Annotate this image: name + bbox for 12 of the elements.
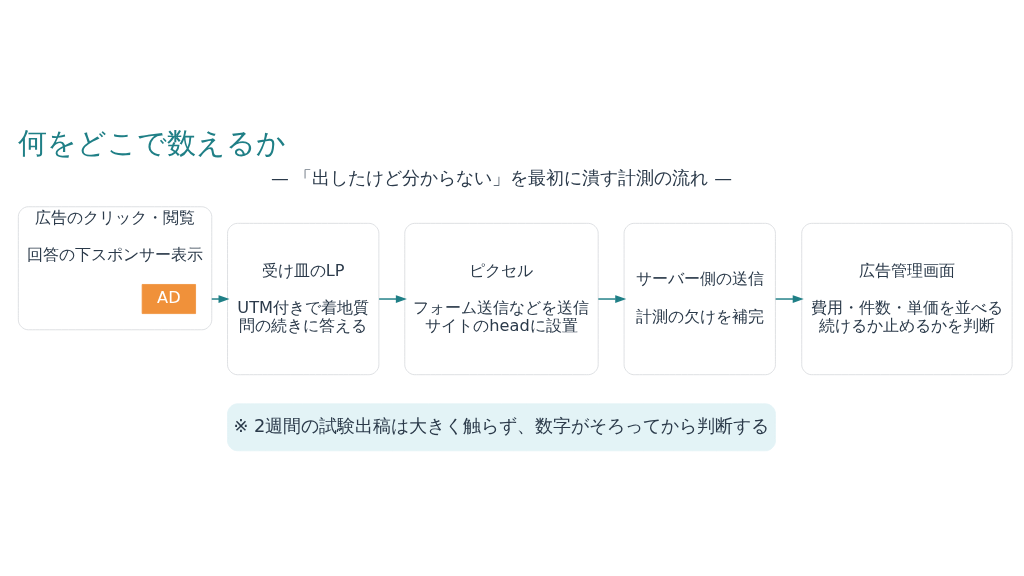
arrow (597, 294, 627, 303)
node-box: 広告管理画面 費用・件数・単価を並べる続けるか止めるかを判断 (801, 222, 1013, 375)
node-box: ※ 2週間の試験出稿は大きく触らず、数字がそろってから判断する (227, 402, 776, 451)
diagram-title: 何をどこで数えるか (17, 125, 286, 160)
arrow (211, 294, 230, 303)
arrow (378, 294, 407, 303)
arrow (774, 294, 804, 303)
node-box: ピクセル フォーム送信などを送信サイトのheadに設置 (404, 222, 599, 375)
node-box: サーバー側の送信 計測の欠けを補完 (623, 222, 776, 375)
node-box: 受け皿のLP UTM付きで着地質問の続きに答える (227, 222, 380, 375)
label: — 「出したけど分からない」を最初に潰す計測の流れ — (271, 166, 732, 188)
node-box: AD (141, 283, 196, 314)
